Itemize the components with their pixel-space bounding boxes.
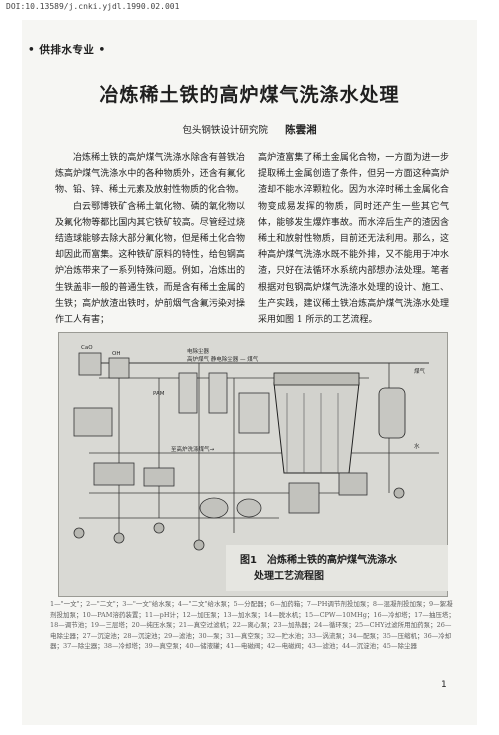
figure-legend: 1—"一文"；2—"二文"；3—"一文"给水泵；4—"二文"给水泵；5—分配器；…: [50, 600, 455, 651]
author-institute: 包头钢铁设计研究院: [182, 125, 268, 136]
figure-number: 图1: [240, 555, 257, 566]
cao-label: CaO: [81, 345, 93, 351]
coal-gas-label: 至高炉洗涤煤气→: [171, 445, 215, 453]
author-name: 陈雲湘: [285, 124, 317, 136]
figure-caption: 图1 冶炼稀土铁的高炉煤气洗涤水 处理工艺流程图: [240, 553, 397, 585]
paragraph: 白云鄂博铁矿含稀土氧化物、磷的氧化物以及氟化物等都比国内其它铁矿较高。尽管经过烧…: [55, 201, 245, 326]
section-tag: • 供排水专业 •: [28, 44, 106, 56]
pam-label: PAM: [153, 391, 165, 397]
figure-caption-line2: 处理工艺流程图: [254, 571, 324, 582]
figure-caption-line1: 冶炼稀土铁的高炉煤气洗涤水: [266, 555, 397, 566]
left-column: 冶炼稀土铁的高炉煤气洗涤水除含有普铁冶炼高炉煤气洗涤水中的各种物质外，还含有氟化…: [55, 150, 245, 328]
right-column: 高炉渣富集了稀土金属化合物，一方面为进一步提取稀土金属创造了条件，但另一方面这种…: [258, 150, 449, 328]
doi-header: DOI:10.13589/j.cnki.yjdl.1990.02.001: [6, 2, 180, 11]
gas-out-label: 煤气: [414, 367, 426, 375]
water-label: 水: [414, 442, 420, 450]
paragraph: 高炉渣富集了稀土金属化合物，一方面为进一步提取稀土金属创造了条件，但另一方面这种…: [258, 153, 449, 326]
article-title: 冶炼稀土铁的高炉煤气洗涤水处理: [99, 84, 400, 106]
figure-caption-box: 图1 冶炼稀土铁的高炉煤气洗涤水 处理工艺流程图: [226, 545, 448, 591]
byline: 包头钢铁设计研究院 陈雲湘: [0, 122, 499, 137]
sub-process-label: 高炉煤气 静电除尘器 — 煤气: [187, 355, 259, 363]
oh-label: OH: [112, 351, 120, 357]
top-process-label: 电除尘器: [187, 347, 210, 355]
flow-diagram: CaO OH PAM 电除尘器 高炉煤气 静电除尘器 — 煤气 至高炉洗涤煤气→…: [73, 345, 439, 551]
paragraph: 冶炼稀土铁的高炉煤气洗涤水除含有普铁冶炼高炉煤气洗涤水中的各种物质外，还含有氟化…: [55, 153, 245, 196]
page-number: 1: [441, 680, 447, 690]
